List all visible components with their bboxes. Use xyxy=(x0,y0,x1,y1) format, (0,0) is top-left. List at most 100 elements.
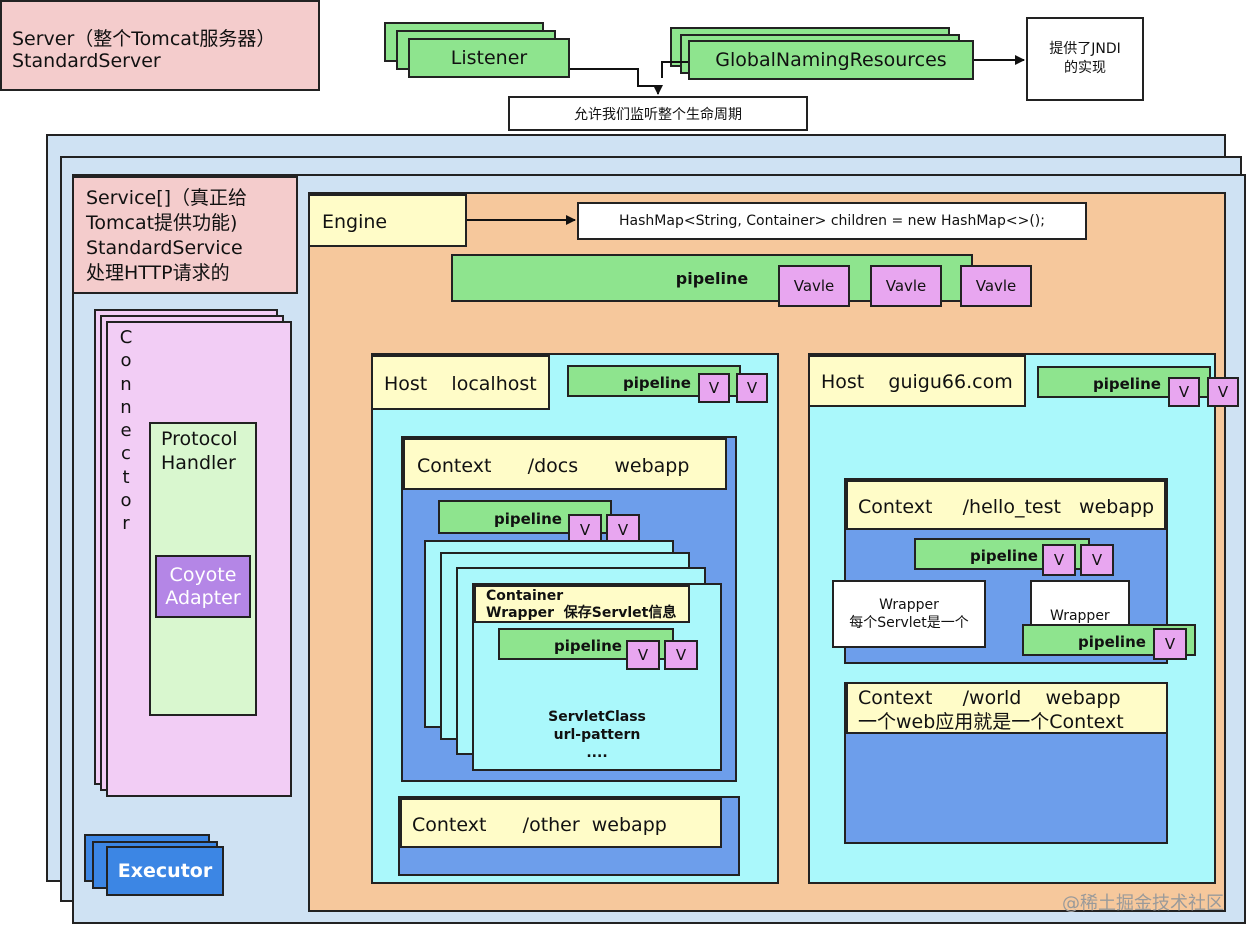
connector-letter: r xyxy=(122,513,130,535)
wrapper-second-pipeline: pipeline xyxy=(1022,624,1196,656)
connector-letter: e xyxy=(120,420,132,442)
servlet-info: ServletClass url-pattern .... xyxy=(472,708,722,763)
context-hello-valve-1: V xyxy=(1042,544,1076,576)
wrapper-second-valve-label: V xyxy=(1164,635,1176,653)
connector-letter: o xyxy=(120,490,132,512)
lifecycle-note: 允许我们监听整个生命周期 xyxy=(508,96,808,131)
listener-label: Listener xyxy=(450,47,528,69)
service-label-line3: StandardService xyxy=(86,237,243,259)
connector-letter: c xyxy=(121,443,131,465)
context-world-line2: 一个web应用就是一个Context xyxy=(858,711,1124,733)
jndi-note: 提供了JNDI 的实现 xyxy=(1026,17,1144,101)
wrapper-valve-2-label: V xyxy=(675,646,687,664)
executor-box: Executor xyxy=(106,846,224,896)
global-naming-to-lifecycle-arrow xyxy=(661,61,688,78)
connector-letter: n xyxy=(120,396,132,418)
engine-valve-1: Vavle xyxy=(778,265,850,307)
coyote-adapter-line1: Coyote xyxy=(169,563,237,586)
context-world-line1: Context /world webapp xyxy=(858,687,1121,709)
connector-letter: C xyxy=(119,327,133,348)
host-guigu-pipeline: pipeline xyxy=(1037,366,1211,398)
wrapper-container-label-box: Container Wrapper 保存Servlet信息 xyxy=(474,585,690,623)
context-hello-valve-2-label: V xyxy=(1091,551,1103,569)
host-localhost-valve-2: V xyxy=(736,373,768,403)
context-docs-valve-1-label: V xyxy=(579,521,591,539)
engine-children-note: HashMap<String, Container> children = ne… xyxy=(577,202,1087,240)
servlet-info-line1: ServletClass xyxy=(548,709,646,725)
wrapper-servlet-line1: Wrapper xyxy=(879,596,939,613)
service-label-box: Service[]（真正给 Tomcat提供功能) StandardServic… xyxy=(72,176,298,294)
context-other-label-box: Context /other webapp xyxy=(400,798,722,848)
wrapper-container-line2: Wrapper 保存Servlet信息 xyxy=(486,605,677,621)
context-docs-label: Context /docs webapp xyxy=(417,455,690,477)
engine-label: Engine xyxy=(322,211,388,233)
wrapper-second-label: Wrapper xyxy=(1050,608,1110,624)
protocol-handler-line2: Handler xyxy=(161,452,236,474)
host-guigu-valve-2-label: V xyxy=(1217,383,1229,401)
coyote-adapter-line2: Adapter xyxy=(165,586,241,609)
host-localhost-label: Host localhost xyxy=(384,373,537,395)
context-docs-valve-2-label: V xyxy=(617,521,629,539)
context-docs-label-box: Context /docs webapp xyxy=(403,438,727,490)
wrapper-pipeline-label: pipeline xyxy=(554,637,622,655)
engine-pipeline-label: pipeline xyxy=(675,268,749,288)
wrapper-second-pipeline-label: pipeline xyxy=(1078,633,1146,651)
protocol-handler-line1: Protocol xyxy=(161,428,238,450)
host-guigu-valve-2: V xyxy=(1207,377,1239,407)
engine-valve-1-label: Vavle xyxy=(793,277,835,295)
wrapper-valve-2: V xyxy=(664,640,698,670)
servlet-info-line3: .... xyxy=(586,745,608,762)
wrapper-valve-1: V xyxy=(626,640,660,670)
engine-valve-3: Vavle xyxy=(960,265,1032,307)
context-docs-pipeline-label: pipeline xyxy=(494,510,562,528)
host-localhost-valve-1: V xyxy=(698,373,730,403)
engine-valve-2-label: Vavle xyxy=(885,277,927,295)
connector-letter: o xyxy=(120,350,132,372)
service-label-line4: 处理HTTP请求的 xyxy=(86,262,230,284)
host-guigu-valve-1-label: V xyxy=(1178,383,1190,401)
wrapper-servlet-line2: 每个Servlet是一个 xyxy=(849,615,969,631)
context-other-label: Context /other webapp xyxy=(412,814,667,836)
global-naming-box: GlobalNamingResources xyxy=(688,40,974,80)
host-localhost-pipeline-label: pipeline xyxy=(623,374,691,392)
wrapper-valve-1-label: V xyxy=(637,646,649,664)
engine-children-note-text: HashMap<String, Container> children = ne… xyxy=(619,213,1045,229)
service-label-line1: Service[]（真正给 xyxy=(86,187,248,209)
wrapper-servlet-box: Wrapper 每个Servlet是一个 xyxy=(832,580,986,648)
context-hello-valve-2: V xyxy=(1080,544,1114,576)
wrapper-second-valve: V xyxy=(1153,628,1187,660)
server-title: Server（整个Tomcat服务器） xyxy=(12,28,276,50)
host-guigu-label-box: Host guigu66.com xyxy=(808,355,1026,407)
engine-label-box: Engine xyxy=(308,194,467,247)
context-hello-pipeline-label: pipeline xyxy=(970,547,1038,565)
server-box: Server（整个Tomcat服务器） StandardServer xyxy=(0,0,320,91)
wrapper-container-line1: Container xyxy=(486,588,564,604)
engine-valve-3-label: Vavle xyxy=(975,277,1017,295)
host-guigu-pipeline-label: pipeline xyxy=(1093,375,1161,393)
connector-letter: n xyxy=(120,373,132,395)
connector-letter: t xyxy=(122,466,130,488)
global-naming-label: GlobalNamingResources xyxy=(715,49,947,71)
jndi-note-line2: 的实现 xyxy=(1064,60,1106,76)
executor-label: Executor xyxy=(117,860,213,882)
context-hello-label: Context /hello_test webapp xyxy=(858,496,1155,518)
context-world-label-box: Context /world webapp 一个web应用就是一个Context xyxy=(846,682,1168,734)
coyote-adapter-box: Coyote Adapter xyxy=(155,555,251,618)
host-localhost-valve-1-label: V xyxy=(708,379,720,397)
host-guigu-label: Host guigu66.com xyxy=(821,371,1013,393)
context-hello-label-box: Context /hello_test webapp xyxy=(846,480,1166,530)
watermark: @稀土掘金技术社区 xyxy=(1062,893,1224,914)
listener-to-lifecycle-arrow xyxy=(570,68,663,95)
engine-valve-2: Vavle xyxy=(870,265,942,307)
context-hello-valve-1-label: V xyxy=(1053,551,1065,569)
server-subtitle: StandardServer xyxy=(12,50,161,72)
lifecycle-note-label: 允许我们监听整个生命周期 xyxy=(574,106,742,123)
host-guigu-valve-1: V xyxy=(1168,377,1200,407)
listener-box: Listener xyxy=(408,38,570,78)
host-localhost-label-box: Host localhost xyxy=(371,355,550,410)
jndi-note-line1: 提供了JNDI xyxy=(1049,41,1121,58)
service-label-line2: Tomcat提供功能) xyxy=(86,212,238,234)
servlet-info-line2: url-pattern xyxy=(553,727,641,744)
